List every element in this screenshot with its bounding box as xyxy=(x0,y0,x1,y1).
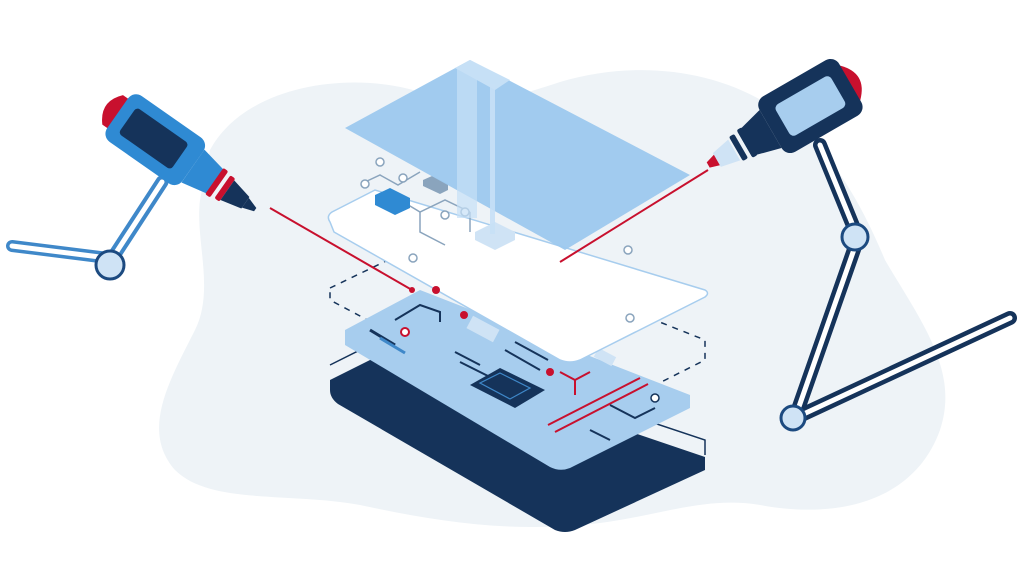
laser-beam-left xyxy=(269,207,413,291)
laser-beam-right xyxy=(559,169,709,263)
laser-probe-left-icon xyxy=(102,94,257,212)
circuit-sheet-icon xyxy=(327,157,709,363)
robotic-arm-left-icon xyxy=(6,175,169,281)
robotic-arm-right-icon xyxy=(779,138,1017,432)
laser-probe-right-icon xyxy=(706,58,863,168)
microchip-icon xyxy=(470,368,545,408)
glass-screen-icon xyxy=(345,60,690,250)
